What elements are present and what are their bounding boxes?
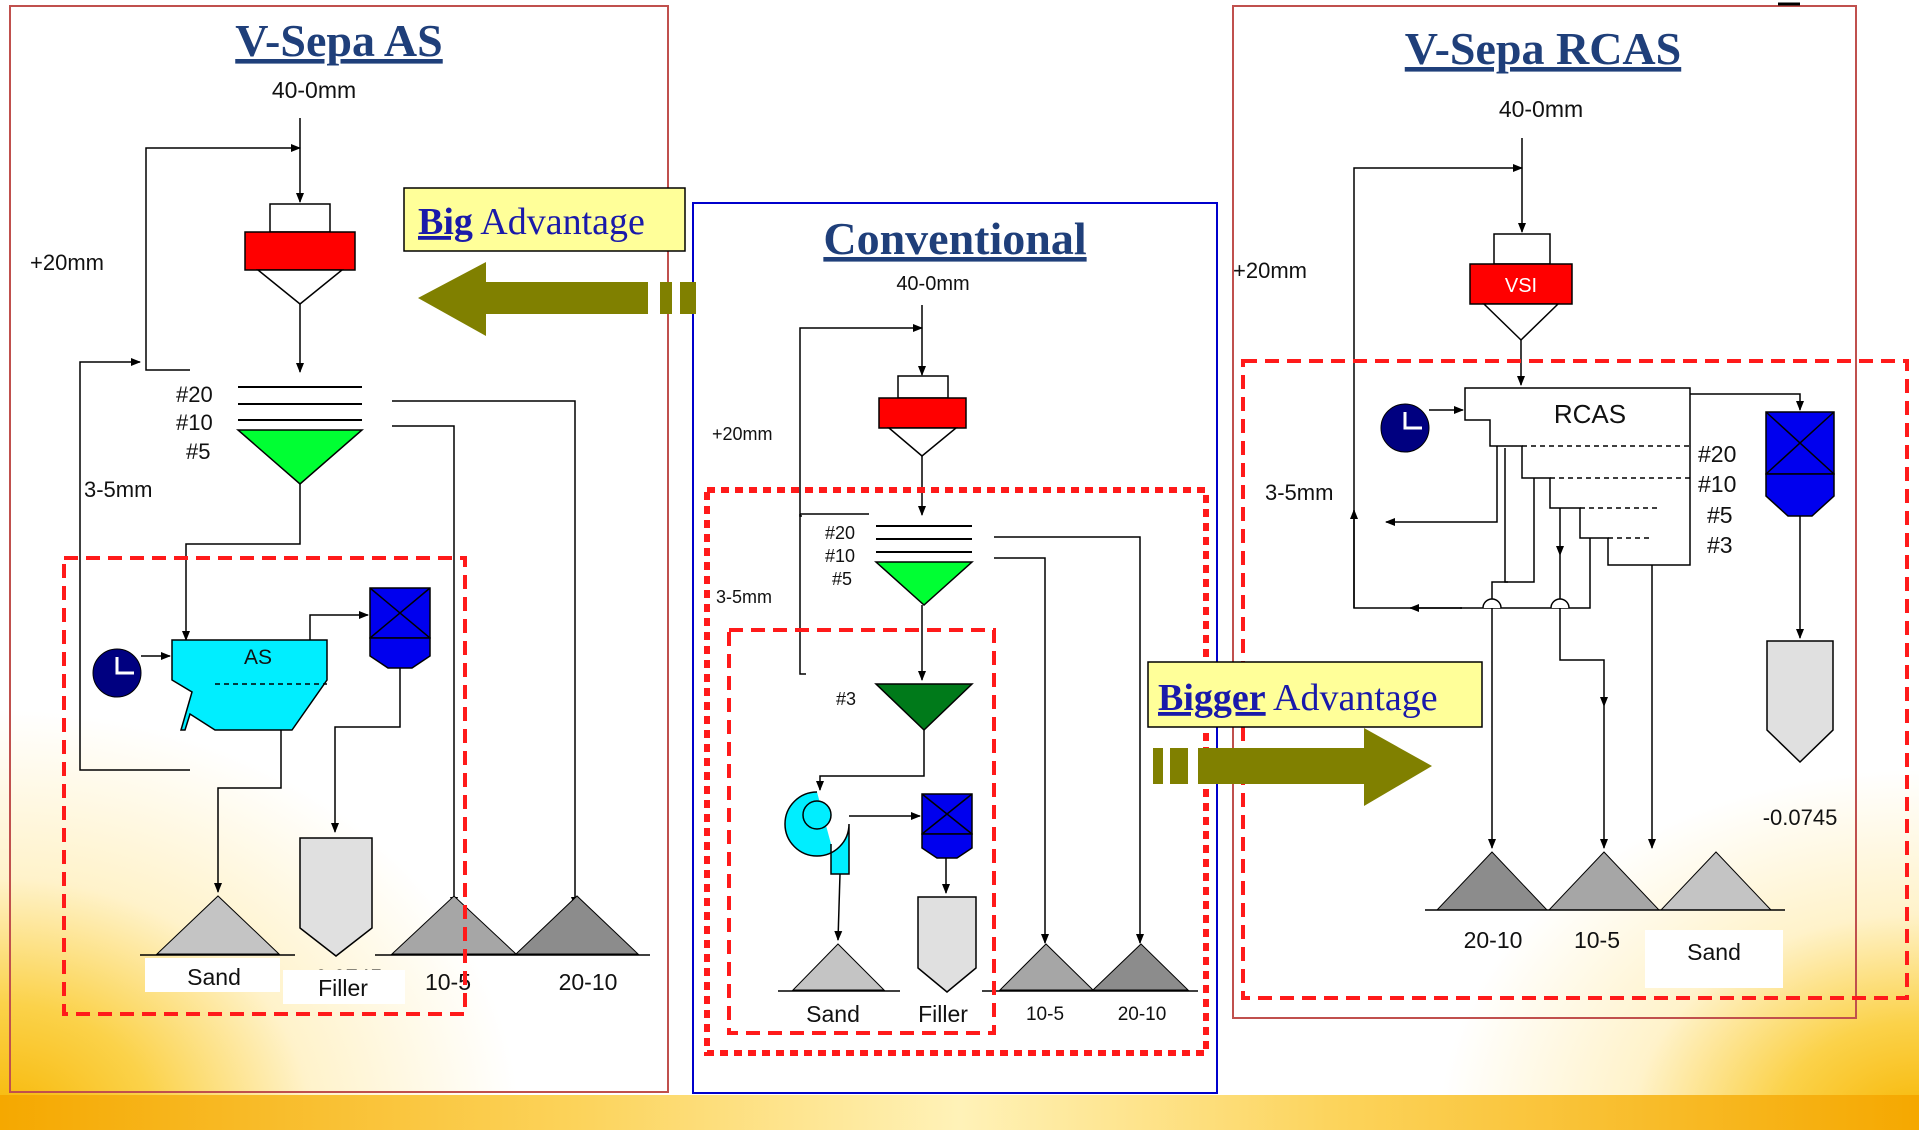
sand-label: Sand [187, 964, 241, 990]
vsi-crusher: VSI [1469, 233, 1573, 342]
coarse-pile [1435, 851, 1549, 911]
bag-filter-icon [921, 793, 973, 859]
filler-silo [299, 837, 373, 957]
as-label: AS [244, 646, 272, 669]
as-separator: AS [171, 639, 328, 731]
feed-label: 40-0mm [272, 77, 356, 103]
bigger-rest: Advantage [1266, 677, 1438, 719]
screen-5-label: #5 [1707, 502, 1733, 528]
filler-size-label: -0.0745 [1763, 805, 1838, 830]
highlight-box [1241, 359, 1909, 1000]
panel-frame [9, 5, 669, 1093]
screen-deck [235, 386, 365, 485]
coarse-pile [514, 895, 640, 955]
big-advantage-callout: Big Advantage [403, 187, 686, 252]
crusher [244, 203, 356, 305]
mid-pile [998, 943, 1095, 991]
screen-5-label: #5 [186, 439, 210, 464]
screen-10-label: #10 [176, 410, 213, 435]
screen-3-label: #3 [1707, 532, 1733, 558]
screen-10-label: #10 [1698, 471, 1736, 497]
big-strong: Big [418, 201, 473, 243]
panel-vsepa-as: V-Sepa AS 40-0mm +20mm #20 #10 #5 3-5mm [9, 5, 669, 1093]
bigger-strong: Bigger [1158, 677, 1266, 719]
filler-label: Filler [918, 1001, 968, 1027]
coarse-label: 20-10 [1118, 1004, 1167, 1025]
panel-title: Conventional [823, 213, 1086, 264]
rcas-label: RCAS [1554, 399, 1626, 429]
fan-icon [1380, 403, 1430, 453]
coarse-label: 20-10 [559, 969, 618, 995]
fan-icon [92, 648, 142, 698]
panel-conventional: Conventional 40-0mm +20mm #20 #10 #5 3-5… [692, 202, 1218, 1094]
mid-pile [390, 895, 518, 955]
vsi-label: VSI [1505, 275, 1537, 297]
recycle-label: +20mm [712, 424, 773, 444]
bottom-band [0, 1095, 1919, 1130]
rcas-unit: RCAS [1464, 387, 1691, 566]
mid-pile [1547, 851, 1661, 911]
coarse-pile [1091, 943, 1190, 991]
sand-pile [155, 895, 281, 955]
sand-label: Sand [1687, 939, 1741, 965]
return-label: 3-5mm [1265, 480, 1333, 505]
fine-screen-label: #3 [836, 689, 856, 709]
filler-silo [1766, 640, 1834, 764]
feed-label: 40-0mm [896, 273, 969, 295]
screen-5-label: #5 [832, 569, 852, 589]
sand-label: Sand [806, 1001, 860, 1027]
screen-20-label: #20 [825, 523, 855, 543]
feed-label: 40-0mm [1499, 96, 1583, 122]
screen-20-label: #20 [1698, 441, 1736, 467]
crusher [878, 375, 967, 457]
return-label: 3-5mm [716, 587, 772, 607]
filler-label: Filler [318, 975, 368, 1001]
svg-text:Bigger Advantage: Bigger Advantage [1158, 677, 1438, 719]
big-rest: Advantage [473, 201, 645, 243]
panel-title: V-Sepa RCAS [1405, 23, 1681, 74]
screen-deck [874, 525, 974, 607]
bigger-advantage-callout: Bigger Advantage [1147, 661, 1483, 728]
filler-silo [917, 896, 977, 993]
panel-title: V-Sepa AS [235, 15, 442, 66]
panel-vsepa-rcas: V-Sepa RCAS 40-0mm +20mm VSI RCAS #20 #1… [1232, 5, 1909, 1019]
sand-pile [1659, 851, 1773, 911]
svg-text:Big Advantage: Big Advantage [418, 201, 645, 243]
mid-label: 10-5 [1026, 1004, 1064, 1025]
screen-10-label: #10 [825, 546, 855, 566]
recycle-label: +20mm [1233, 258, 1307, 283]
arrow-right [1153, 728, 1432, 806]
coarse-label: 20-10 [1464, 927, 1523, 953]
fine-screen [874, 683, 974, 732]
panel-frame [692, 202, 1218, 1094]
bag-filter-icon [1765, 411, 1835, 517]
highlight-box-inner [727, 628, 996, 1035]
cyclone-icon [784, 791, 850, 875]
panel-frame [1232, 5, 1857, 1019]
mid-label: 10-5 [1574, 927, 1620, 953]
screen-20-label: #20 [176, 382, 213, 407]
recycle-label: +20mm [30, 250, 104, 275]
highlight-box [62, 556, 467, 1016]
bag-filter-icon [369, 587, 431, 669]
sand-pile [791, 943, 886, 991]
arrow-left [418, 262, 696, 336]
return-label: 3-5mm [84, 477, 152, 502]
